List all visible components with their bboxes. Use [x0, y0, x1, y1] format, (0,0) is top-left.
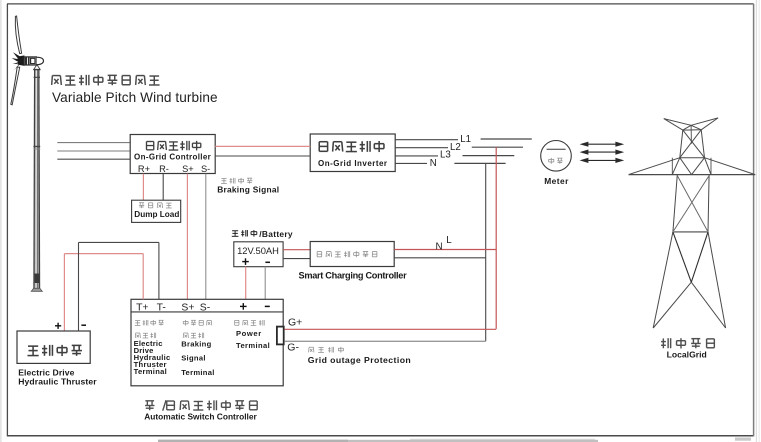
svg-text:T+: T+ [136, 303, 148, 314]
svg-text:N: N [430, 158, 437, 169]
svg-text:G+: G+ [288, 317, 302, 329]
svg-text:Variable Pitch Wind turbine: Variable Pitch Wind turbine [52, 90, 218, 105]
svg-text:Power: Power [236, 329, 262, 338]
svg-text:Braking: Braking [181, 339, 211, 348]
svg-text:Smart Charging Controller: Smart Charging Controller [299, 271, 408, 281]
svg-text:L: L [446, 235, 452, 246]
svg-text:G-: G- [287, 341, 299, 353]
svg-text:L2: L2 [450, 142, 461, 153]
svg-text:Signal: Signal [181, 354, 206, 363]
svg-text:LocalGrid: LocalGrid [667, 349, 707, 359]
svg-text:S-: S- [201, 164, 210, 174]
svg-text:Meter: Meter [544, 176, 569, 186]
svg-text:Thruster: Thruster [134, 360, 167, 369]
svg-text:/Battery: /Battery [259, 229, 293, 239]
svg-text:12V.50AH: 12V.50AH [237, 245, 279, 256]
svg-text:Hydraulic: Hydraulic [134, 353, 171, 362]
svg-text:R+: R+ [138, 164, 150, 174]
svg-text:L3: L3 [440, 150, 451, 161]
svg-text:S-: S- [200, 303, 210, 314]
svg-text:Grid outage Protection: Grid outage Protection [308, 355, 411, 365]
svg-text:Electric Drive: Electric Drive [18, 367, 74, 377]
svg-text:R-: R- [159, 164, 169, 174]
svg-text:Electric: Electric [134, 339, 163, 348]
svg-text:T-: T- [157, 303, 166, 314]
svg-text:N: N [435, 241, 442, 252]
svg-text:L1: L1 [460, 134, 471, 145]
svg-text:Terminal: Terminal [181, 368, 215, 377]
svg-text:S+: S+ [182, 164, 194, 174]
svg-text:On-Grid Inverter: On-Grid Inverter [318, 159, 387, 168]
svg-text:Dump Load: Dump Load [134, 210, 179, 219]
svg-text:Braking Signal: Braking Signal [217, 185, 279, 195]
svg-text:S+: S+ [181, 303, 194, 314]
svg-text:Drive: Drive [134, 346, 154, 355]
svg-text:On-Grid Controller: On-Grid Controller [134, 153, 211, 162]
svg-text:Automatic Switch Controller: Automatic Switch Controller [144, 411, 257, 421]
svg-text:Hydraulic Thruster: Hydraulic Thruster [18, 376, 97, 386]
svg-text:Terminal: Terminal [236, 341, 270, 350]
svg-text:Terminal: Terminal [134, 367, 168, 376]
